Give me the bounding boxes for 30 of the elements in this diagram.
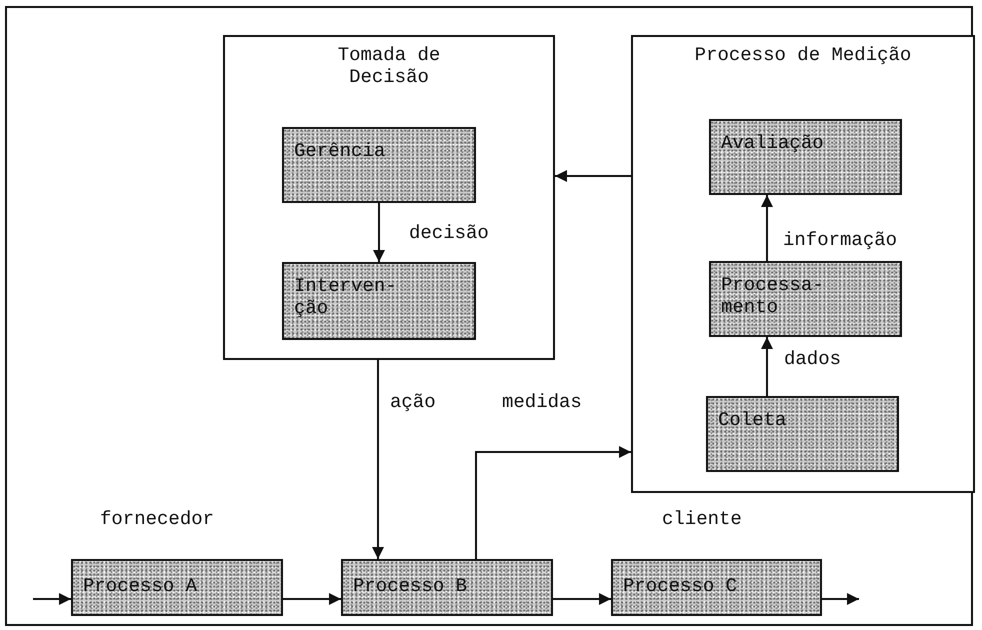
group-box bbox=[631, 35, 975, 493]
box-label: Avaliação bbox=[721, 133, 824, 155]
process-box bbox=[341, 559, 553, 616]
arrow bbox=[555, 170, 631, 182]
arrow bbox=[822, 593, 859, 605]
process-box bbox=[611, 559, 822, 616]
group-box bbox=[223, 35, 555, 360]
group-title: Tomada de Decisão bbox=[336, 45, 442, 89]
arrow bbox=[283, 593, 341, 605]
process-box bbox=[706, 396, 899, 472]
arrow bbox=[373, 203, 385, 262]
process-box bbox=[709, 119, 902, 195]
arrow bbox=[553, 593, 611, 605]
arrow bbox=[33, 593, 71, 605]
arrow bbox=[372, 360, 384, 559]
group-title: Processo de Medição bbox=[694, 45, 912, 67]
process-box bbox=[282, 127, 476, 203]
box-label: Interven- ção bbox=[294, 276, 398, 320]
box-label: Gerência bbox=[294, 141, 386, 163]
box-label: Processo C bbox=[623, 576, 738, 598]
arrow bbox=[475, 446, 631, 559]
box-label: Processo B bbox=[353, 576, 468, 598]
box-label: Processa- mento bbox=[721, 275, 825, 319]
arrow bbox=[761, 195, 773, 261]
process-box bbox=[709, 261, 902, 337]
process-box bbox=[282, 262, 476, 340]
box-label: Coleta bbox=[718, 410, 786, 432]
process-box bbox=[71, 559, 283, 616]
arrow bbox=[761, 337, 773, 396]
box-label: Processo A bbox=[83, 576, 198, 598]
